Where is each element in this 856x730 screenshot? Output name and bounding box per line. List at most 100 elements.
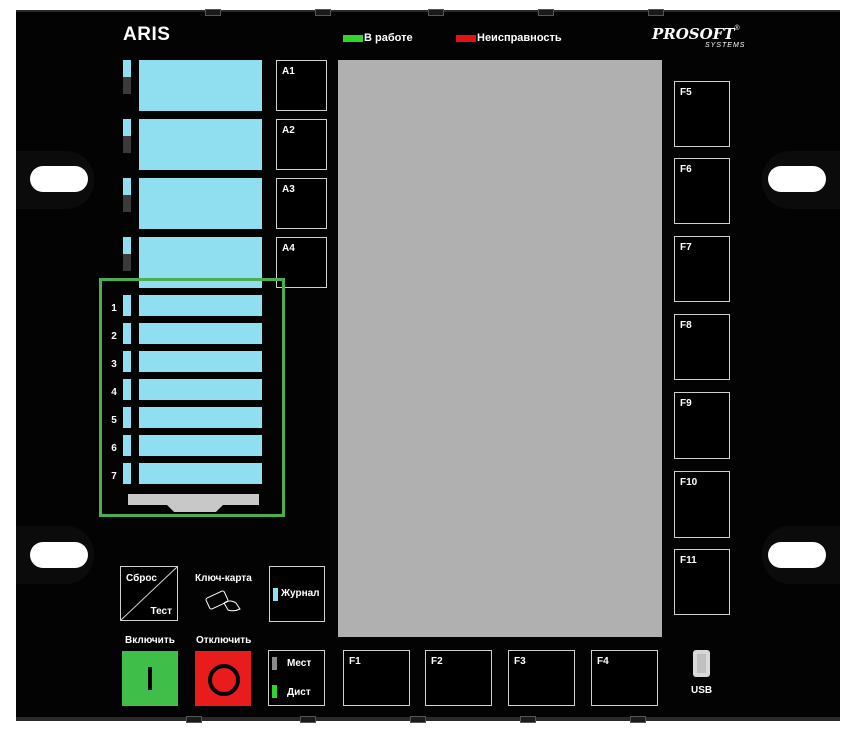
alarm-key-label: A2 [282, 125, 295, 136]
led-indicator [123, 60, 131, 77]
led-row-number: 2 [111, 331, 117, 342]
function-key-label: F2 [431, 656, 443, 667]
led-indicator [123, 295, 131, 316]
lcd-display [338, 60, 662, 637]
led-indicator [123, 379, 131, 400]
function-key-label: F5 [680, 87, 692, 98]
usb-port-icon[interactable] [693, 650, 710, 677]
label-slot-tab[interactable] [166, 504, 224, 512]
led-row-number: 3 [111, 359, 117, 370]
alarm-key-a3[interactable]: A3 [276, 178, 327, 229]
function-key-label: F6 [680, 164, 692, 175]
alarm-window-2 [139, 119, 262, 170]
function-key-label: F4 [597, 656, 609, 667]
alarm-key-label: A1 [282, 66, 295, 77]
led-row-label-6 [139, 435, 262, 456]
alarm-key-a2[interactable]: A2 [276, 119, 327, 170]
usb-label: USB [691, 685, 713, 696]
test-label: Тест [150, 606, 173, 617]
function-key-f7[interactable]: F7 [674, 236, 730, 302]
diagonal-divider-icon [121, 567, 177, 620]
mounting-slot [30, 542, 88, 568]
key-card-icon[interactable] [204, 589, 244, 613]
led-indicator-off [123, 254, 131, 271]
led-row-label-4 [139, 379, 262, 400]
function-key-f1[interactable]: F1 [343, 650, 410, 706]
led-row-label-1 [139, 295, 262, 316]
led-indicator-off [123, 195, 131, 212]
function-key-label: F9 [680, 398, 692, 409]
function-key-label: F7 [680, 242, 692, 253]
status-label-running: В работе [364, 32, 413, 44]
alarm-key-a1[interactable]: A1 [276, 60, 327, 111]
local-led [272, 657, 277, 670]
led-row-number: 1 [111, 303, 117, 314]
function-key-f10[interactable]: F10 [674, 471, 730, 538]
power-on-icon [148, 667, 152, 690]
local-label: Мест [287, 658, 312, 669]
led-row-label-2 [139, 323, 262, 344]
turn-on-button[interactable] [122, 651, 178, 706]
led-row-number: 6 [111, 443, 117, 454]
bottom-rail [16, 717, 840, 721]
mounting-slot [768, 166, 826, 192]
rail-clip [186, 716, 202, 723]
rail-clip [538, 9, 554, 16]
led-indicator [123, 407, 131, 428]
rail-clip [648, 9, 664, 16]
status-led-running [343, 35, 363, 42]
function-key-label: F1 [349, 656, 361, 667]
led-indicator [123, 463, 131, 484]
led-indicator [123, 435, 131, 456]
remote-label: Дист [287, 687, 311, 698]
led-indicator [123, 323, 131, 344]
function-key-f9[interactable]: F9 [674, 392, 730, 459]
key-card-label: Ключ-карта [195, 573, 252, 584]
status-led-fault [456, 35, 476, 42]
label-slot-bar [128, 494, 259, 505]
led-row-number: 5 [111, 415, 117, 426]
usb-port-slot [697, 654, 706, 673]
logo-registered-mark: ® [734, 25, 740, 32]
turn-off-button[interactable] [195, 651, 251, 706]
remote-led [272, 685, 277, 698]
local-remote-switch[interactable]: Мест Дист [268, 650, 325, 706]
function-key-f8[interactable]: F8 [674, 314, 730, 380]
mounting-slot [30, 166, 88, 192]
function-key-f5[interactable]: F5 [674, 81, 730, 147]
function-key-f3[interactable]: F3 [508, 650, 575, 706]
turn-on-label: Включить [125, 635, 175, 646]
function-key-f6[interactable]: F6 [674, 158, 730, 224]
led-indicator [123, 237, 131, 254]
journal-label: Журнал [281, 588, 320, 599]
function-key-label: F8 [680, 320, 692, 331]
alarm-key-a4[interactable]: A4 [276, 237, 327, 288]
function-key-f4[interactable]: F4 [591, 650, 658, 706]
reset-label: Сброс [126, 573, 157, 584]
rail-clip [520, 716, 536, 723]
led-indicator [123, 351, 131, 372]
rail-clip [300, 716, 316, 723]
led-row-number: 4 [111, 387, 117, 398]
led-row-number: 7 [111, 471, 117, 482]
mounting-slot [768, 542, 826, 568]
prosoft-logo: PROSOFT® SYSTEMS [652, 25, 744, 49]
led-row-label-5 [139, 407, 262, 428]
function-key-f2[interactable]: F2 [425, 650, 492, 706]
function-key-label: F3 [514, 656, 526, 667]
function-key-f11[interactable]: F11 [674, 549, 730, 615]
alarm-key-label: A3 [282, 184, 295, 195]
logo-text: PROSOFT [652, 25, 735, 43]
function-key-label: F10 [680, 477, 698, 488]
rail-clip [410, 716, 426, 723]
alarm-window-1 [139, 60, 262, 111]
alarm-key-label: A4 [282, 243, 295, 254]
device-title: ARIS [123, 24, 171, 45]
rail-clip [205, 9, 221, 16]
led-row-label-7 [139, 463, 262, 484]
journal-led [273, 588, 278, 601]
journal-button[interactable]: Журнал [269, 566, 325, 622]
reset-test-button[interactable]: Сброс Тест [120, 566, 178, 621]
led-indicator-off [123, 77, 131, 94]
logo-subtext: SYSTEMS [705, 42, 746, 49]
